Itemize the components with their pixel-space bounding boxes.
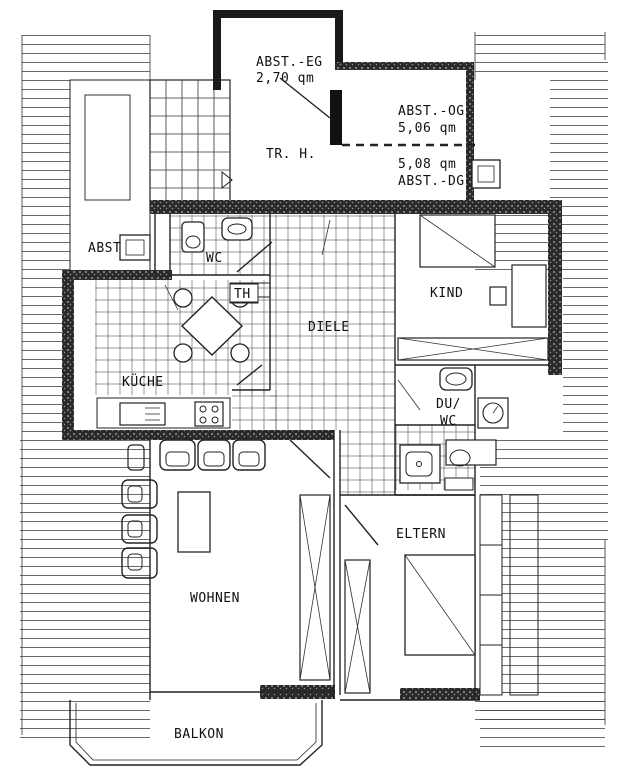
eltern-furniture — [344, 494, 539, 696]
outer-walls — [62, 200, 562, 700]
label-abst-eg: ABST.-EG — [256, 55, 323, 70]
abst-boxes — [119, 159, 501, 261]
label-kueche: KÜCHE — [122, 373, 164, 390]
kueche-furniture — [96, 282, 271, 429]
th-box — [229, 283, 259, 303]
label-balkon: BALKON — [174, 727, 224, 742]
label-du: DU/ — [436, 397, 461, 412]
label-abst-left: ABST — [88, 241, 121, 256]
label-wohnen: WOHNEN — [190, 591, 240, 606]
interior-walls — [149, 214, 550, 701]
staircase — [84, 79, 233, 211]
kind-furniture — [397, 214, 549, 361]
room-labels: ABST.-EG 2,70 qm ABST.-OG 5,06 qm 5,08 q… — [88, 55, 465, 742]
label-abst-og-area: 5,06 qm — [398, 121, 456, 136]
balkon — [69, 700, 325, 766]
label-trh: TR. H. — [266, 147, 316, 162]
label-kind: KIND — [430, 286, 463, 301]
label-abst-area2: 5,08 qm — [398, 157, 456, 172]
door-swings — [164, 219, 421, 546]
label-abst-og: ABST.-OG — [398, 104, 465, 119]
wc-fixtures — [181, 217, 253, 253]
du-wc-fixtures — [399, 367, 509, 491]
label-abst-dg: ABST.-DG — [398, 174, 465, 189]
label-abst-eg-area: 2,70 qm — [256, 71, 314, 86]
label-wc2: WC — [440, 414, 457, 429]
label-th: TH — [234, 287, 251, 302]
label-diele: DIELE — [308, 320, 350, 335]
label-eltern: ELTERN — [396, 527, 446, 542]
label-wc: WC — [206, 251, 223, 266]
abst-eg-room — [213, 10, 475, 202]
wohnen-furniture — [121, 439, 331, 681]
